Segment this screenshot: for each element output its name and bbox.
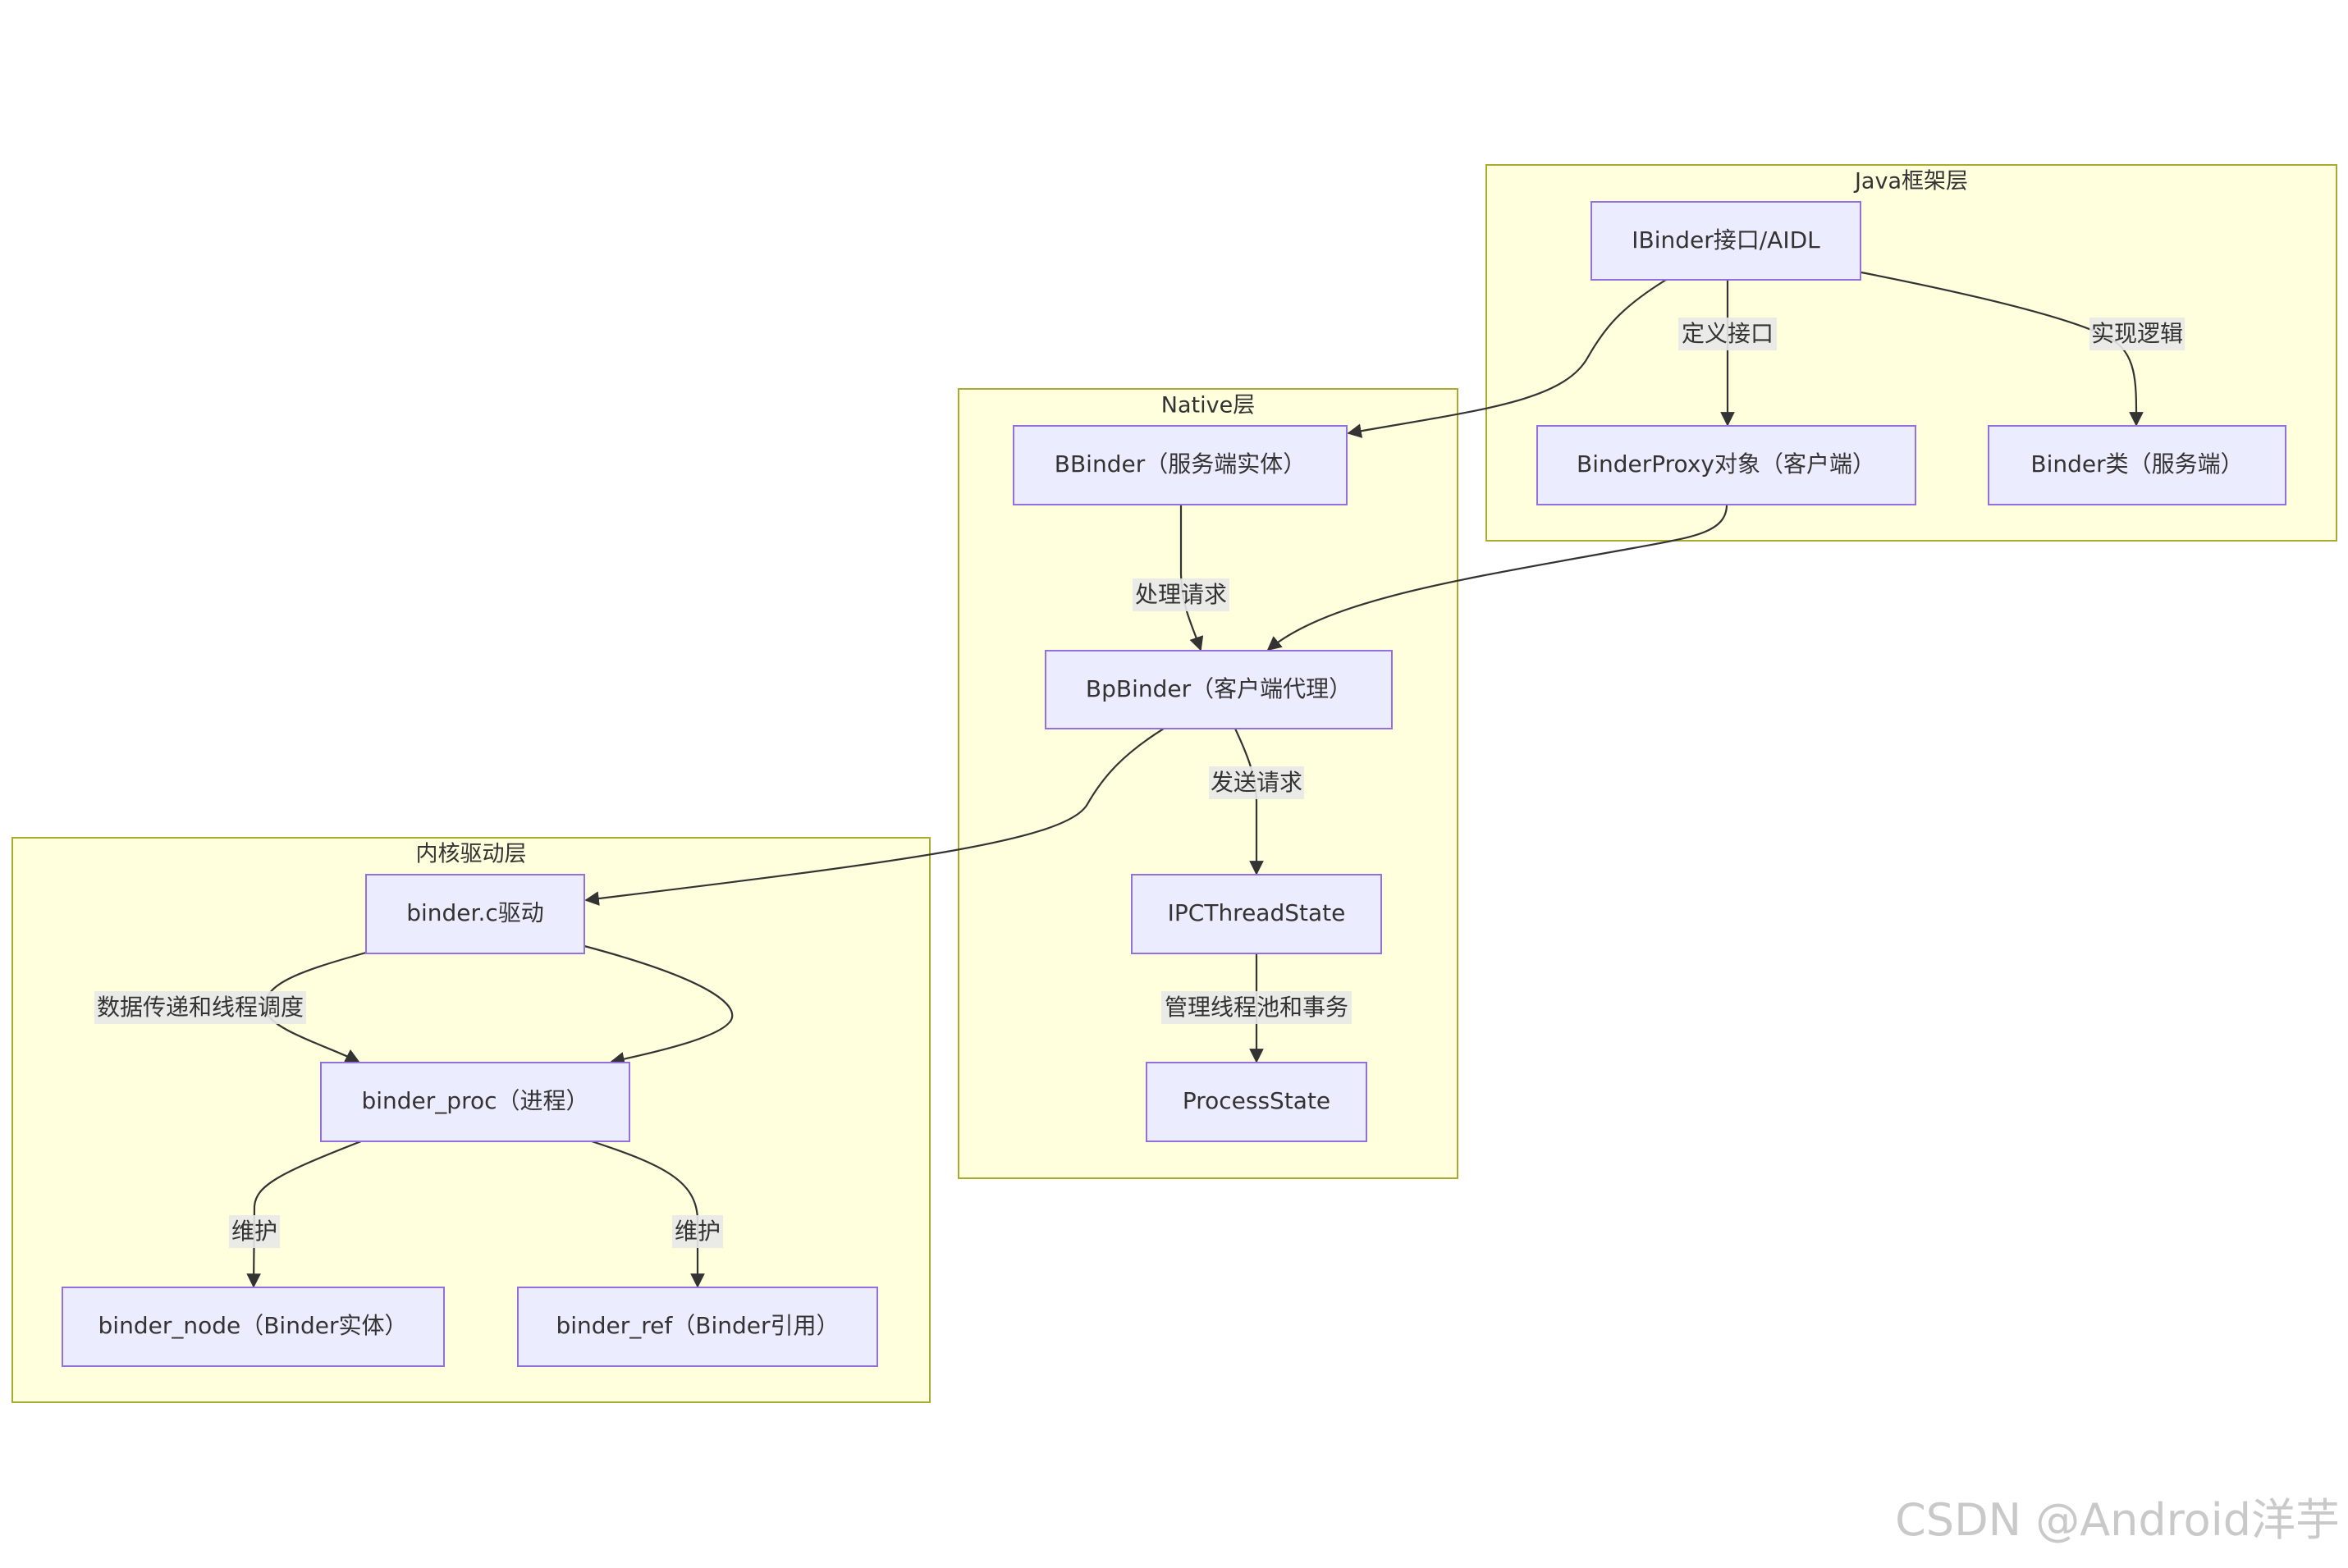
watermark: CSDN @Android洋芋 xyxy=(1895,1494,2340,1546)
node-label: BBinder（服务端实体） xyxy=(1055,450,1306,478)
edge-label-data-transfer: 数据传递和线程调度 xyxy=(97,994,304,1021)
node-binder-node[interactable]: binder_node（Binder实体） xyxy=(62,1287,445,1367)
node-label: binder.c驱动 xyxy=(406,899,544,926)
edge-binderproc-to-binderc xyxy=(584,944,734,1067)
node-label: IBinder接口/AIDL xyxy=(1632,226,1820,254)
edges xyxy=(246,271,2144,1288)
edge-label-implement-logic: 实现逻辑 xyxy=(2091,320,2183,347)
edge-label-maintain-node: 维护 xyxy=(231,1218,277,1245)
node-ibinder-interface[interactable]: IBinder接口/AIDL xyxy=(1591,201,1861,281)
node-binder-c-driver[interactable]: binder.c驱动 xyxy=(365,874,585,954)
edge-label-define-interface: 定义接口 xyxy=(1682,320,1774,347)
node-label: Binder类（服务端） xyxy=(2030,450,2243,478)
edge-label-handle-request: 处理请求 xyxy=(1135,581,1227,608)
node-bbinder[interactable]: BBinder（服务端实体） xyxy=(1013,425,1348,505)
edge-binderproc-to-bindernode xyxy=(246,1140,362,1288)
node-label: BinderProxy对象（客户端） xyxy=(1577,450,1875,478)
node-binderproxy[interactable]: BinderProxy对象（客户端） xyxy=(1536,425,1916,505)
node-binder-class[interactable]: Binder类（服务端） xyxy=(1988,425,2286,505)
node-label: binder_node（Binder实体） xyxy=(98,1312,408,1339)
edge-label-maintain-ref: 维护 xyxy=(675,1218,721,1245)
cluster-native: Native层 xyxy=(958,388,1458,1179)
edge-ibinder-to-bbinder xyxy=(1347,279,1667,438)
edge-binderproxy-to-bpbinder xyxy=(1266,504,1728,651)
node-label: ProcessState xyxy=(1183,1087,1330,1114)
node-label: binder_proc（进程） xyxy=(361,1087,588,1114)
cluster-native-title: Native层 xyxy=(1161,393,1255,418)
node-label: IPCThreadState xyxy=(1168,899,1346,926)
node-binder-proc[interactable]: binder_proc（进程） xyxy=(320,1062,630,1142)
node-bpbinder[interactable]: BpBinder（客户端代理） xyxy=(1045,650,1393,729)
edge-bpbinder-to-binderc xyxy=(584,728,1165,906)
cluster-java-title: Java框架层 xyxy=(1853,169,1968,194)
node-processstate[interactable]: ProcessState xyxy=(1146,1062,1367,1142)
edge-label-manage-threads: 管理线程池和事务 xyxy=(1165,994,1348,1021)
node-label: BpBinder（客户端代理） xyxy=(1086,675,1352,702)
edge-binderproc-to-binderref xyxy=(591,1140,705,1288)
edge-label-send-request: 发送请求 xyxy=(1211,769,1302,796)
node-binder-ref[interactable]: binder_ref（Binder引用） xyxy=(517,1287,878,1367)
edge-labels: 定义接口 实现逻辑 处理请求 发送请求 管理线程池和事务 数据传递和线程调度 维… xyxy=(94,318,2185,1248)
cluster-kernel-title: 内核驱动层 xyxy=(416,842,527,867)
node-ipcthreadstate[interactable]: IPCThreadState xyxy=(1131,874,1382,954)
node-label: binder_ref（Binder引用） xyxy=(556,1312,839,1339)
